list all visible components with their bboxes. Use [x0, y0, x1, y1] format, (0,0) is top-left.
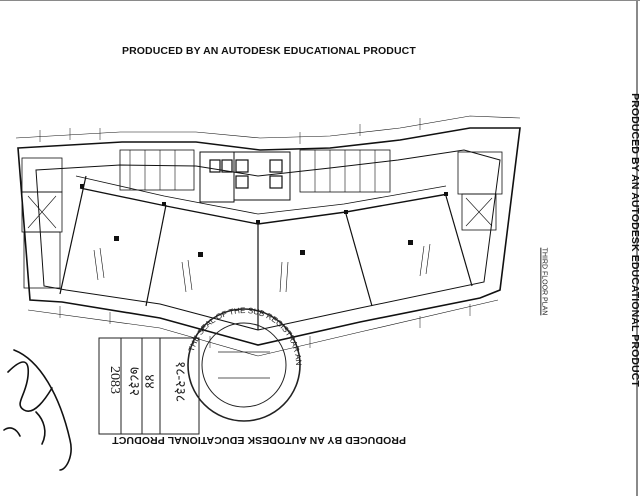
dimension-line-top: [15, 115, 521, 139]
signature: [3, 349, 72, 471]
shaft-3: [235, 159, 249, 173]
inner-wall: [35, 149, 501, 331]
shaft-2: [221, 159, 233, 173]
wall-divider-2: [145, 204, 167, 307]
right-service-room-2: [461, 193, 497, 231]
dimension-line-bottom: [27, 299, 499, 357]
shaft-1: [209, 159, 221, 173]
stamp-line-4: १८-२३८: [172, 360, 188, 403]
toilet-block-left: [119, 149, 195, 191]
wall-divider-1: [59, 175, 87, 295]
left-service-room-3: [23, 231, 61, 289]
seal-text: THE SEAL OF THE SUB REGISTRAR ANDHERI: [0, 0, 303, 366]
stamp-line-1: 2083: [107, 366, 122, 394]
wall-divider-4: [345, 213, 373, 307]
left-service-room-1: [21, 157, 63, 193]
page-top-border: [0, 0, 640, 1]
registrar-seal: THE SEAL OF THE SUB REGISTRAR ANDHERI: [0, 0, 303, 422]
stamp-box-outline: [98, 337, 200, 435]
stamp-line-3: ४४: [140, 374, 156, 389]
shaft-4: [235, 175, 249, 189]
corridor-line-2: [75, 175, 447, 215]
shaft-5: [269, 159, 283, 173]
wall-divider-5: [445, 195, 473, 287]
outer-wall: [17, 127, 521, 346]
page-right-border: [636, 0, 638, 496]
svg-text:THE SEAL OF THE SUB REGISTRAR: THE SEAL OF THE SUB REGISTRAR ANDHERI: [0, 0, 303, 366]
shaft-6: [269, 175, 283, 189]
stair-core: [233, 151, 291, 201]
corridor-line: [79, 187, 449, 225]
watermark-top: PRODUCED BY AN AUTODESK EDUCATIONAL PROD…: [122, 45, 416, 57]
